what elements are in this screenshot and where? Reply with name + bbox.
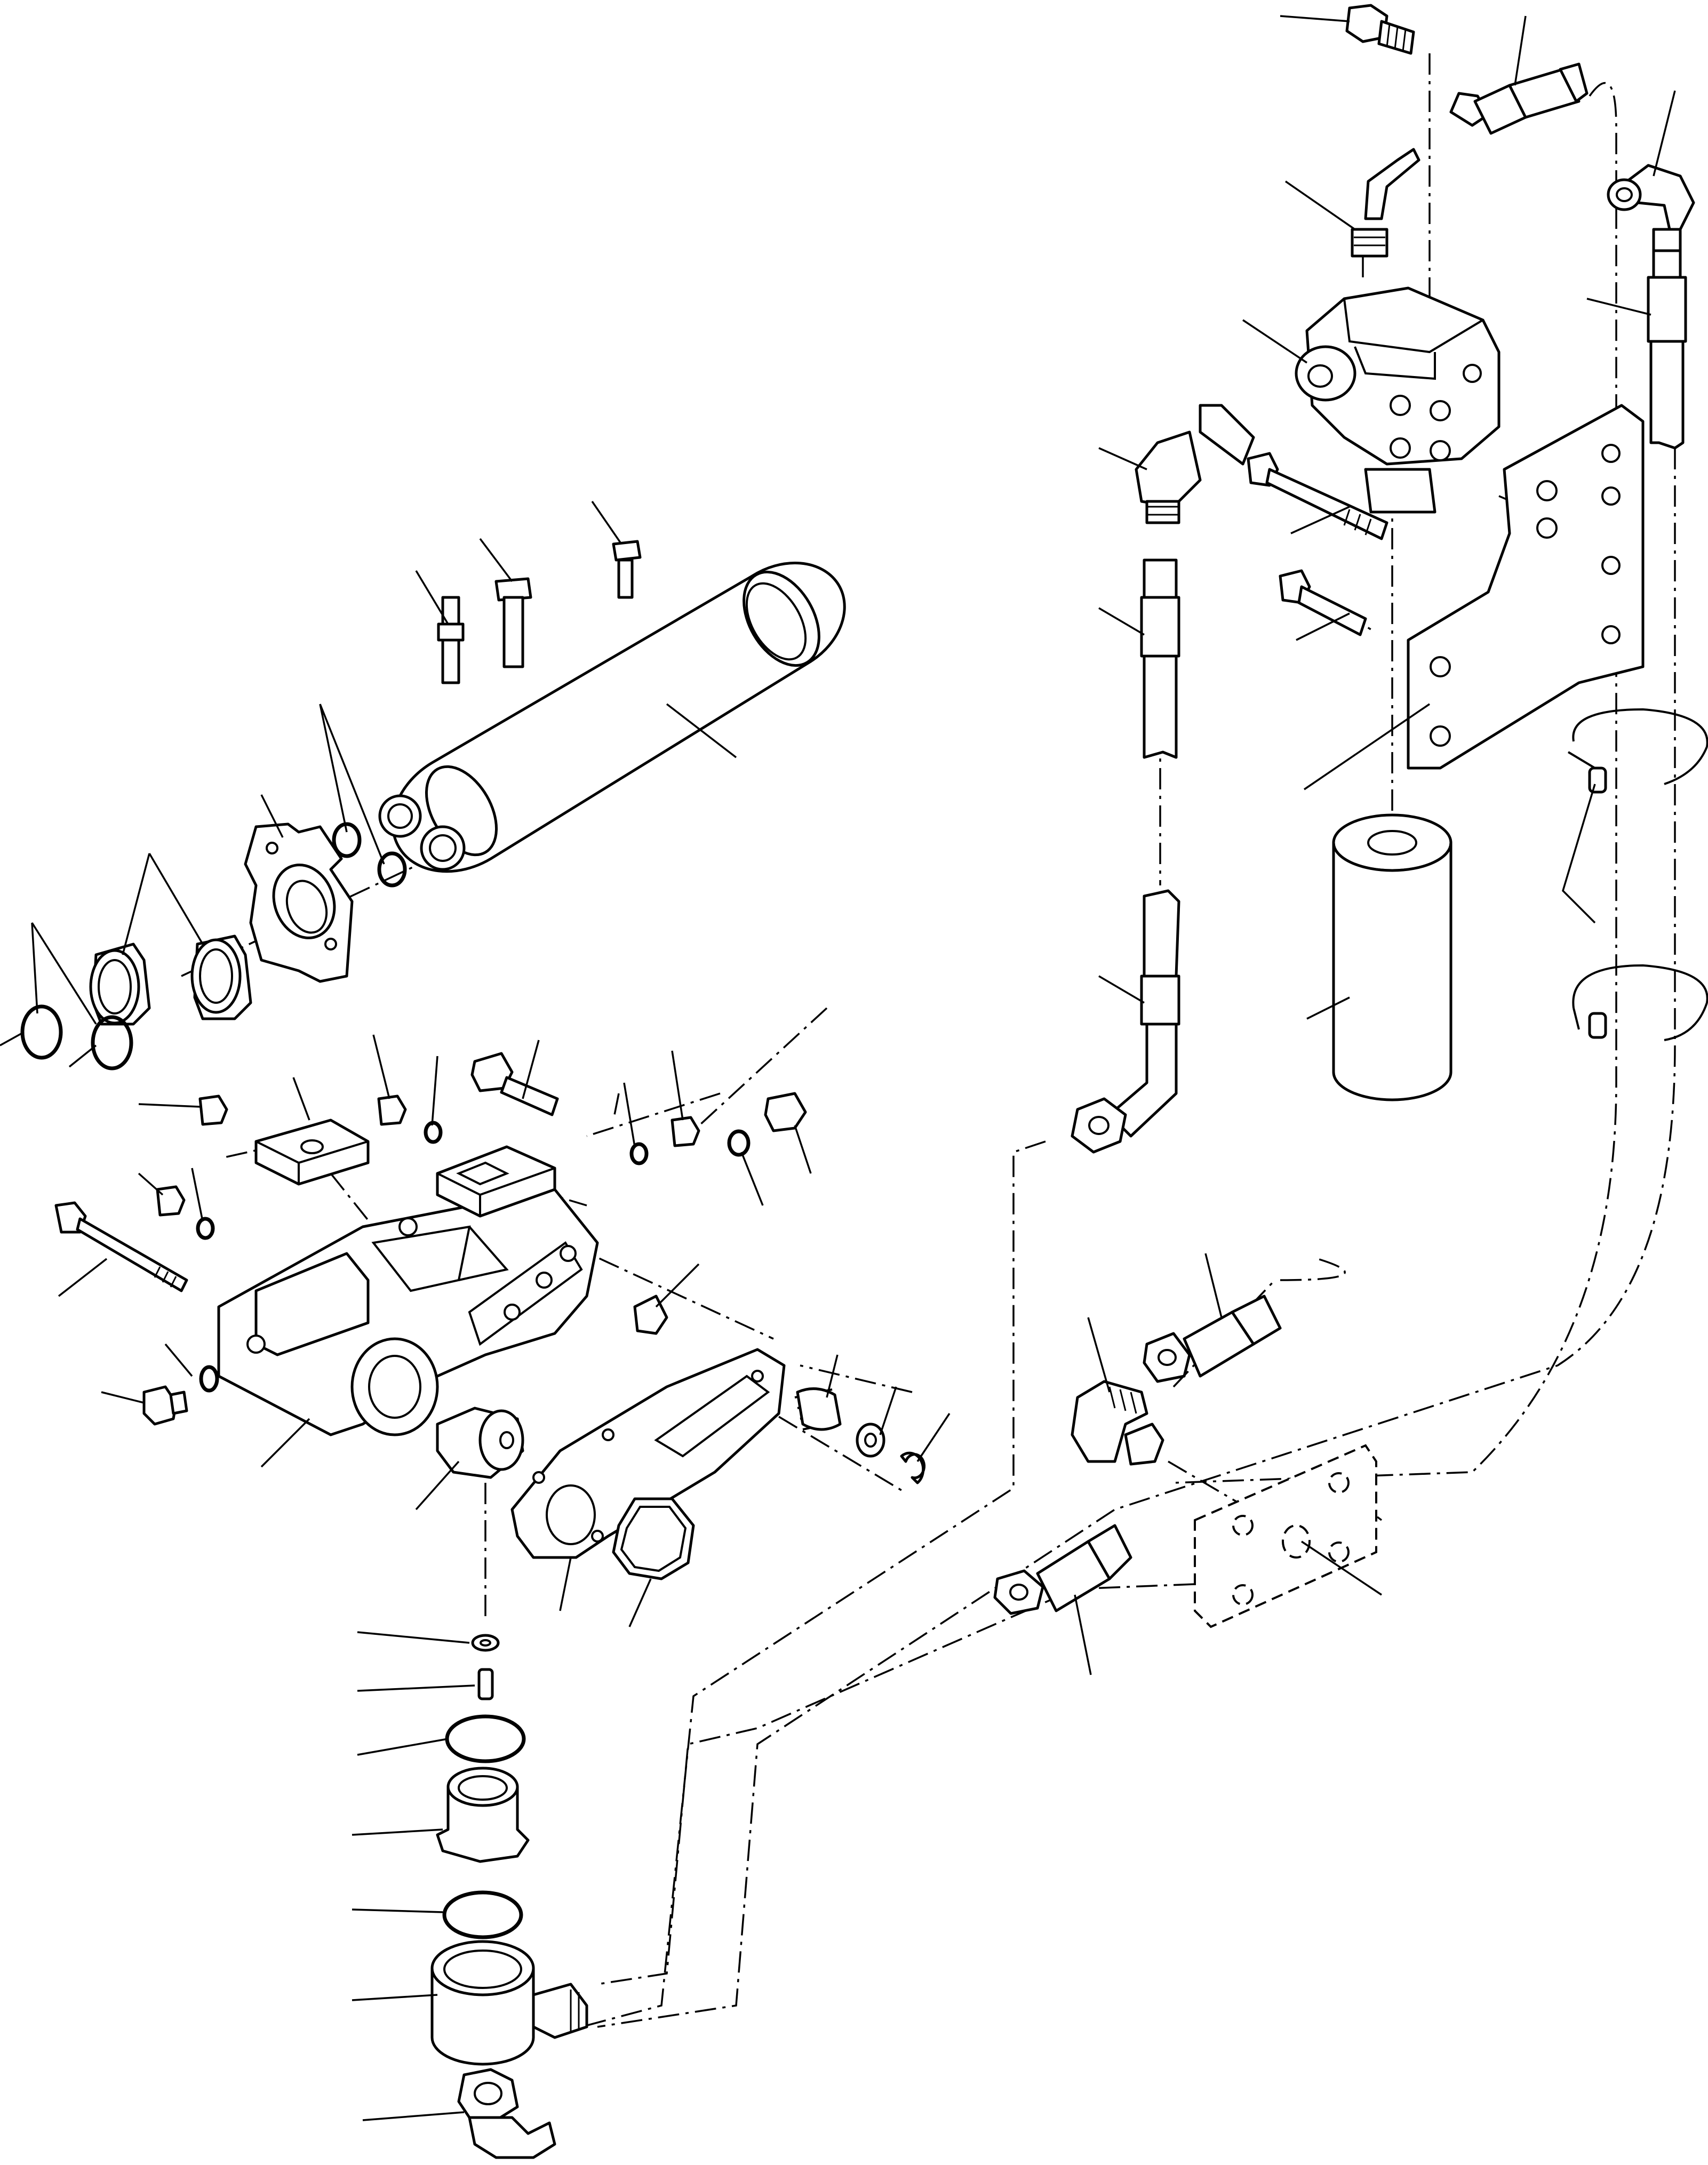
gasket-seal: [612, 1497, 695, 1580]
screw-top: [612, 540, 642, 599]
plug-left: [142, 1385, 188, 1426]
hose-left-vertical: [1140, 558, 1180, 759]
o-ring-lower-1: [445, 1714, 526, 1763]
hose-right: [1647, 249, 1687, 450]
end-cap-flange: [244, 822, 354, 983]
hose-left-lower: [1071, 889, 1180, 1154]
valve-poppet: [633, 1295, 668, 1335]
filter-head: [1295, 286, 1501, 514]
bolt-long: [1247, 452, 1388, 540]
pin: [477, 1668, 494, 1700]
elbow-hose-left: [1135, 404, 1255, 524]
check-valve: [436, 1407, 524, 1479]
stud-2: [494, 577, 532, 668]
elbow-fitting-upper: [1351, 148, 1420, 258]
bolt-short: [1279, 569, 1367, 636]
hose-coupling-lower: [993, 1524, 1132, 1615]
hose-clamp-lower: [1572, 964, 1708, 1041]
plug-upper-2: [377, 1095, 407, 1126]
hose-top-right: [1449, 62, 1589, 135]
elbow-top-right: [1607, 164, 1695, 252]
callout-leaders: [0, 15, 1676, 2121]
fitting-bolt-top: [1345, 4, 1415, 55]
cover-plate-right: [436, 1145, 556, 1218]
washer-small: [471, 1634, 500, 1652]
circlip: [900, 1451, 925, 1484]
sleeve-pair: [89, 934, 252, 1026]
gasket: [510, 1348, 786, 1559]
elbow-middle: [1071, 1380, 1164, 1466]
cover-plate: [254, 1119, 370, 1186]
spring: [794, 1387, 842, 1431]
bolt-valve-short: [470, 1052, 559, 1116]
o-ring-pair-left: [20, 1004, 133, 1070]
filter-element: [1332, 813, 1452, 1101]
plug-upper-1: [198, 1095, 228, 1126]
o-ring-lower-2: [442, 1890, 523, 1939]
hose-coupling-middle: [1143, 1295, 1282, 1383]
bolt-valve-long: [54, 1201, 188, 1292]
accumulator-cylinder: [378, 561, 846, 873]
valve-body: [217, 1188, 599, 1436]
elbow-housing: [430, 1940, 588, 2066]
elbow-nut-lower: [457, 2068, 556, 2159]
plug-small-left: [156, 1121, 751, 1240]
mounting-plate-dashed: [1194, 1444, 1377, 1628]
washer: [856, 1423, 885, 1458]
hose-clamp-upper: [1567, 708, 1708, 794]
o-ring-pair-cylinder: [332, 822, 407, 888]
adapter-lower: [436, 1767, 530, 1863]
stud-1: [437, 596, 465, 684]
plug-right: [671, 1092, 807, 1147]
o-ring-left: [199, 1365, 219, 1393]
mounting-bracket: [1407, 404, 1645, 770]
